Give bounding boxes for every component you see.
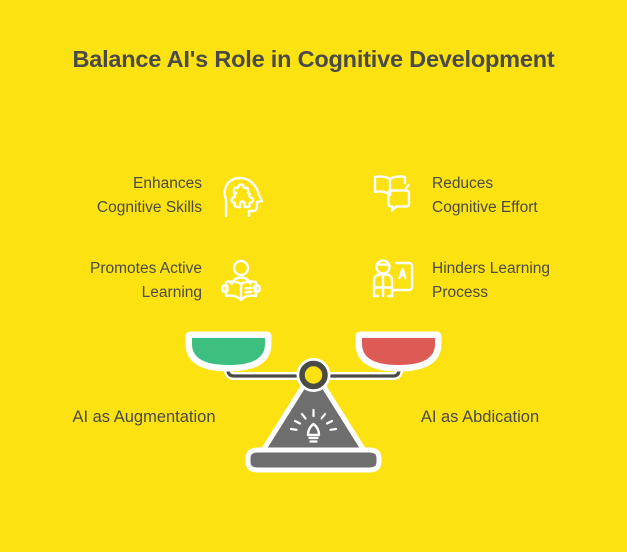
person-reading-book-icon (214, 254, 268, 308)
feature-label: Enhances Cognitive Skills (96, 174, 202, 216)
feature-enhances-cognitive-skills: Enhances Cognitive Skills (24, 165, 268, 227)
book-chat-bubble-icon (366, 169, 420, 223)
head-puzzle-icon (214, 169, 268, 223)
caption-ai-as-augmentation: AI as Augmentation (72, 408, 216, 426)
feature-label: Reduces Cognitive Effort (432, 174, 538, 216)
feature-promotes-active-learning: Promotes Active Learning (24, 250, 268, 312)
balance-scale-illustration (0, 322, 627, 477)
feature-hinders-learning-process: Hinders Learning Process (366, 250, 610, 312)
lightbulb-icon (289, 408, 338, 443)
feature-reduces-cognitive-effort: Reduces Cognitive Effort (366, 165, 610, 227)
scale-base-plate (245, 447, 382, 473)
feature-label: Promotes Active Learning (90, 259, 202, 301)
page-title: Balance AI's Role in Cognitive Developme… (72, 46, 555, 72)
caption-ai-as-abdication: AI as Abdication (420, 408, 540, 426)
scale-body (245, 367, 382, 473)
pivot-ring-icon (296, 358, 331, 392)
scale-pan-right (355, 331, 442, 372)
feature-label: Hinders Learning Process (432, 259, 551, 301)
scale-pan-left (185, 331, 272, 372)
person-screen-letter-a-icon (366, 254, 420, 308)
